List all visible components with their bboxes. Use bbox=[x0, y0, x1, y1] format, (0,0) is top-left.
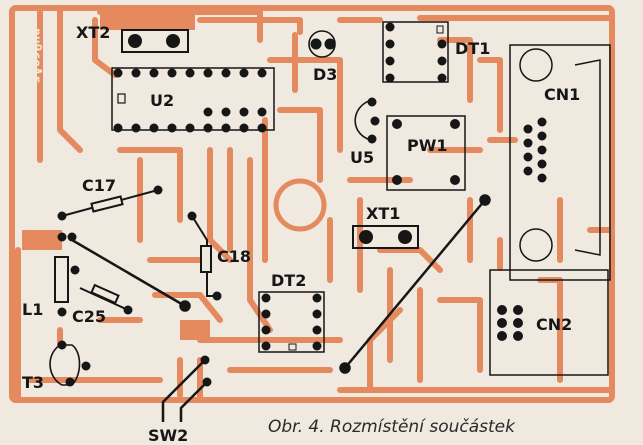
label-dt2: DT2 bbox=[271, 271, 306, 290]
mounting-hole bbox=[273, 178, 327, 232]
label-sw2: SW2 bbox=[148, 426, 188, 445]
xt2-body bbox=[121, 29, 189, 53]
figure-caption: Obr. 4. Rozmístění součástek bbox=[268, 417, 516, 437]
u5-pad bbox=[367, 97, 377, 107]
dt2-body bbox=[258, 291, 325, 353]
label-cn2: CN2 bbox=[536, 315, 572, 334]
cn1-pins bbox=[523, 117, 547, 183]
t3-pad bbox=[57, 340, 67, 350]
label-d3: D3 bbox=[313, 65, 337, 84]
c18-pad bbox=[187, 211, 197, 221]
xt2-pad bbox=[128, 34, 142, 48]
t3-pad bbox=[81, 361, 91, 371]
label-cn1: CN1 bbox=[544, 85, 580, 104]
cn2-outline bbox=[489, 269, 609, 376]
cn1-connector bbox=[509, 44, 611, 281]
c17-pad bbox=[57, 211, 67, 221]
pw1-pad bbox=[450, 119, 460, 129]
u5-body bbox=[354, 99, 373, 141]
label-c18: C18 bbox=[217, 247, 251, 266]
pw1-pad bbox=[392, 119, 402, 129]
c17-pad bbox=[153, 185, 163, 195]
label-pw1: PW1 bbox=[407, 136, 448, 155]
label-u2: U2 bbox=[150, 91, 174, 110]
xt1-pad bbox=[398, 230, 412, 244]
d3-pad bbox=[324, 38, 336, 50]
sw2-pad bbox=[202, 377, 212, 387]
label-xt1: XT1 bbox=[366, 204, 400, 223]
u5-pad bbox=[367, 134, 377, 144]
label-xt2: XT2 bbox=[76, 23, 110, 42]
pw1-pad bbox=[392, 175, 402, 185]
pw1-body bbox=[386, 115, 466, 191]
label-c25: C25 bbox=[72, 307, 106, 326]
label-t3: T3 bbox=[22, 373, 44, 392]
label-u5: U5 bbox=[350, 148, 374, 167]
xt1-body bbox=[352, 225, 419, 249]
xt1-pad bbox=[359, 230, 373, 244]
label-c17: C17 bbox=[82, 176, 116, 195]
l1-body bbox=[54, 256, 69, 303]
c17-capacitor bbox=[61, 189, 159, 217]
dt1-body bbox=[382, 21, 449, 83]
xt2-pad bbox=[166, 34, 180, 48]
board-outline bbox=[9, 5, 615, 403]
c25-capacitor bbox=[79, 283, 129, 311]
label-l1: L1 bbox=[22, 300, 43, 319]
sw2-pad bbox=[200, 355, 210, 365]
t3-pad bbox=[65, 377, 75, 387]
dt1-pins bbox=[385, 22, 447, 83]
mirror-copper-text: nu9coAr bbox=[28, 28, 43, 83]
u5-pad bbox=[370, 116, 380, 126]
u2-pins bbox=[113, 68, 267, 133]
u2-notch bbox=[117, 93, 126, 104]
dt1-notch bbox=[436, 25, 444, 34]
c18-pad bbox=[212, 291, 222, 301]
pw1-pad bbox=[450, 175, 460, 185]
c18-capacitor bbox=[191, 215, 217, 297]
copper-planes bbox=[22, 12, 210, 340]
dt2-notch bbox=[288, 343, 297, 351]
jumper-wires bbox=[71, 194, 491, 374]
d3-pad bbox=[310, 38, 322, 50]
l1-pads bbox=[57, 232, 80, 317]
label-dt1: DT1 bbox=[455, 39, 490, 58]
dt2-pins bbox=[261, 293, 322, 351]
sw2-wires bbox=[161, 359, 208, 422]
cn2-pins bbox=[497, 305, 523, 341]
c25-pad bbox=[123, 305, 133, 315]
